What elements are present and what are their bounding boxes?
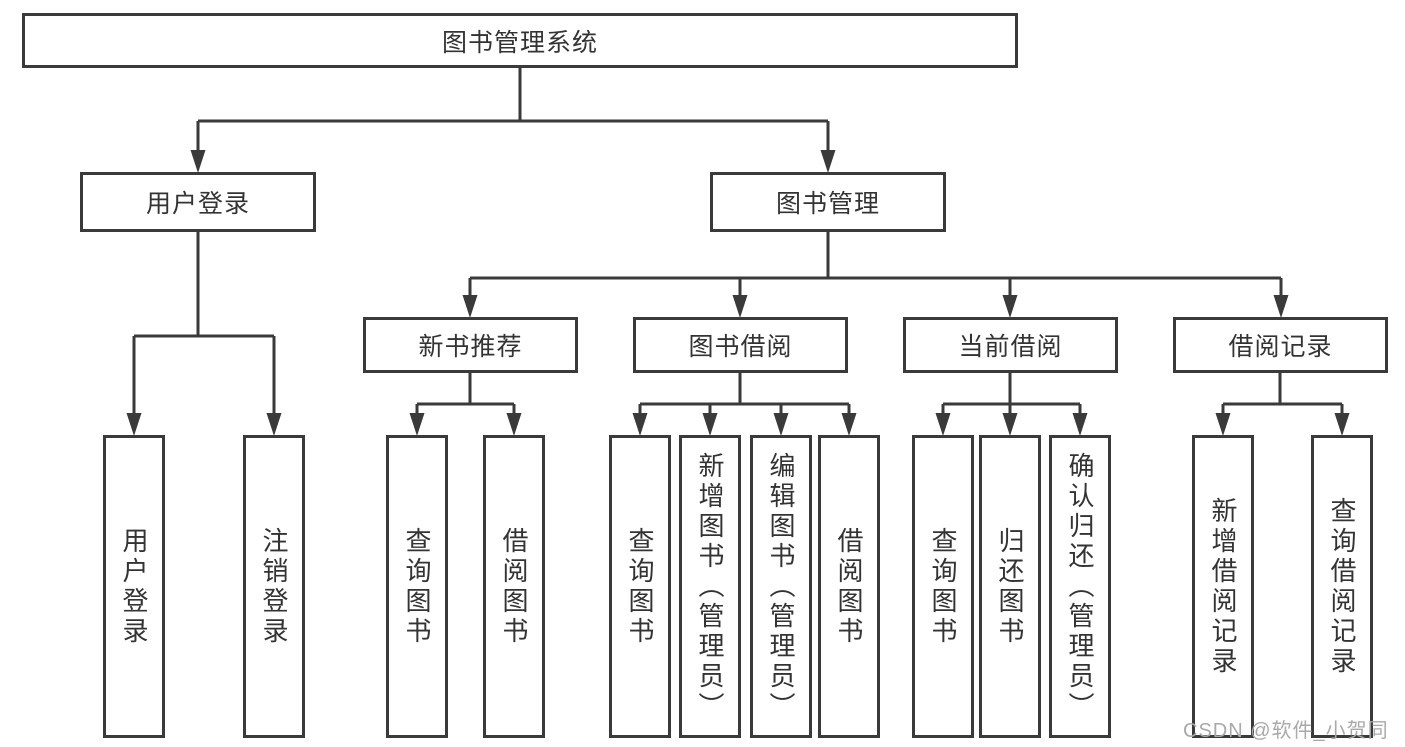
leaf-query-borrow-record: 查询借阅记录: [1311, 435, 1373, 738]
node-label: 确认归还（管理员）: [1065, 451, 1095, 722]
node-label: 查询图书: [625, 526, 655, 647]
node-label: 新增图书（管理员）: [695, 451, 725, 722]
leaf-borrow-books-recommend: 借阅图书: [483, 435, 545, 738]
leaf-add-borrow-record: 新增借阅记录: [1192, 435, 1254, 738]
node-root-system: 图书管理系统: [22, 13, 1018, 68]
node-new-book-recommend: 新书推荐: [363, 317, 578, 373]
node-label: 图书管理系统: [441, 28, 598, 57]
leaf-borrow-books: 借阅图书: [818, 435, 880, 738]
leaf-edit-books-admin: 编辑图书（管理员）: [750, 435, 812, 738]
leaf-return-books: 归还图书: [979, 435, 1041, 738]
leaf-query-books-current: 查询图书: [912, 435, 974, 738]
node-label: 图书借阅: [688, 333, 793, 361]
node-label: 归还图书: [995, 526, 1025, 647]
node-label: 查询图书: [402, 526, 432, 647]
node-label: 借阅图书: [834, 526, 864, 647]
node-label: 借阅记录: [1228, 333, 1333, 361]
node-label: 借阅图书: [499, 526, 529, 647]
node-label: 图书管理: [775, 190, 880, 218]
node-label: 新书推荐: [418, 333, 523, 361]
leaf-query-books-recommend: 查询图书: [386, 435, 448, 738]
leaf-add-books-admin: 新增图书（管理员）: [679, 435, 741, 738]
node-current-borrow: 当前借阅: [903, 317, 1118, 373]
leaf-user-login: 用户登录: [103, 435, 165, 738]
node-label: 查询图书: [928, 526, 958, 647]
node-user-login-branch: 用户登录: [80, 172, 316, 232]
node-label: 用户登录: [119, 526, 149, 647]
leaf-query-books-borrow: 查询图书: [609, 435, 671, 738]
leaf-confirm-return-admin: 确认归还（管理员）: [1049, 435, 1111, 738]
node-label: 用户登录: [145, 190, 250, 218]
node-book-borrow: 图书借阅: [633, 317, 848, 373]
node-label: 新增借阅记录: [1208, 496, 1238, 677]
node-label: 注销登录: [259, 526, 289, 647]
node-label: 编辑图书（管理员）: [766, 451, 796, 722]
node-borrow-record: 借阅记录: [1173, 317, 1388, 373]
leaf-logout: 注销登录: [243, 435, 305, 738]
watermark: CSDN @软件_小贺同学: [1183, 720, 1389, 742]
node-label: 查询借阅记录: [1327, 496, 1357, 677]
node-book-management-branch: 图书管理: [710, 172, 946, 232]
node-label: 当前借阅: [958, 333, 1063, 361]
